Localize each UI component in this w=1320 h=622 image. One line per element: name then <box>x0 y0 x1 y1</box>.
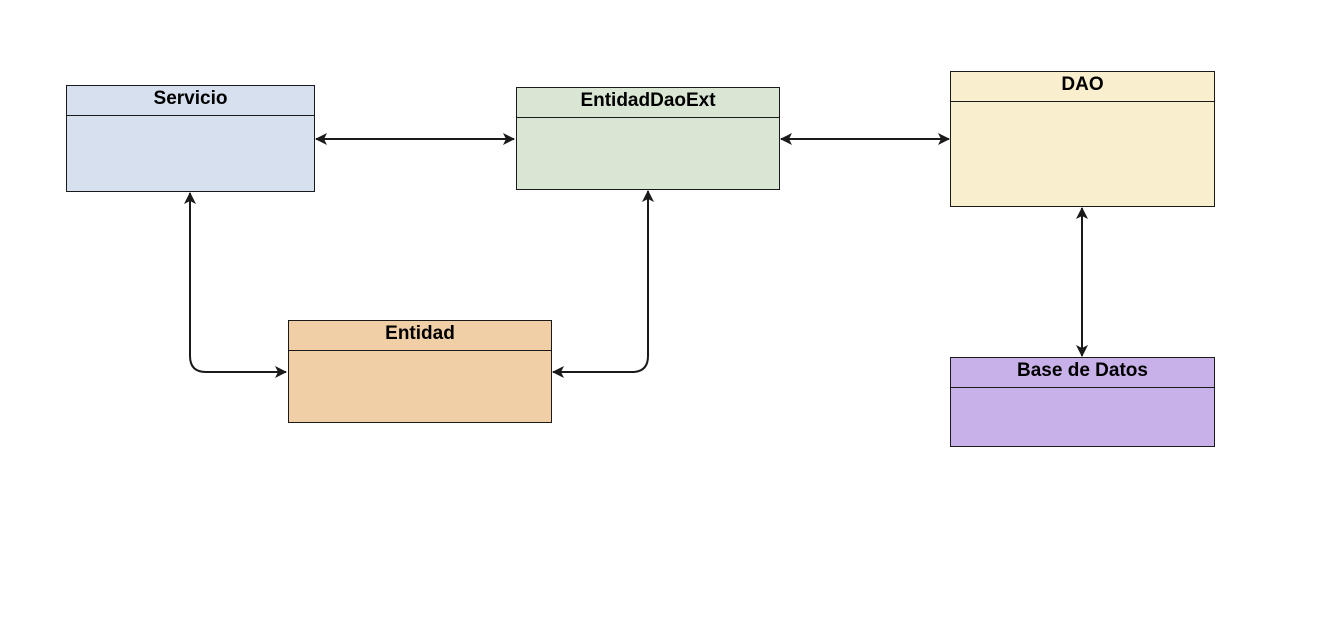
entidaddaoext-title: EntidadDaoExt <box>517 88 779 118</box>
edge-entidaddaoext-entidad <box>552 190 654 378</box>
entidaddaoext-box[interactable]: EntidadDaoExt <box>516 87 780 190</box>
dao-title: DAO <box>951 72 1214 102</box>
entidad-title: Entidad <box>289 321 551 351</box>
servicio-box[interactable]: Servicio <box>66 85 315 192</box>
servicio-title: Servicio <box>67 86 314 116</box>
base-de-datos-title: Base de Datos <box>951 358 1214 388</box>
dao-box[interactable]: DAO <box>950 71 1215 207</box>
entidad-box[interactable]: Entidad <box>288 320 552 423</box>
edge-servicio-entidad <box>184 192 287 378</box>
base-de-datos-box[interactable]: Base de Datos <box>950 357 1215 447</box>
